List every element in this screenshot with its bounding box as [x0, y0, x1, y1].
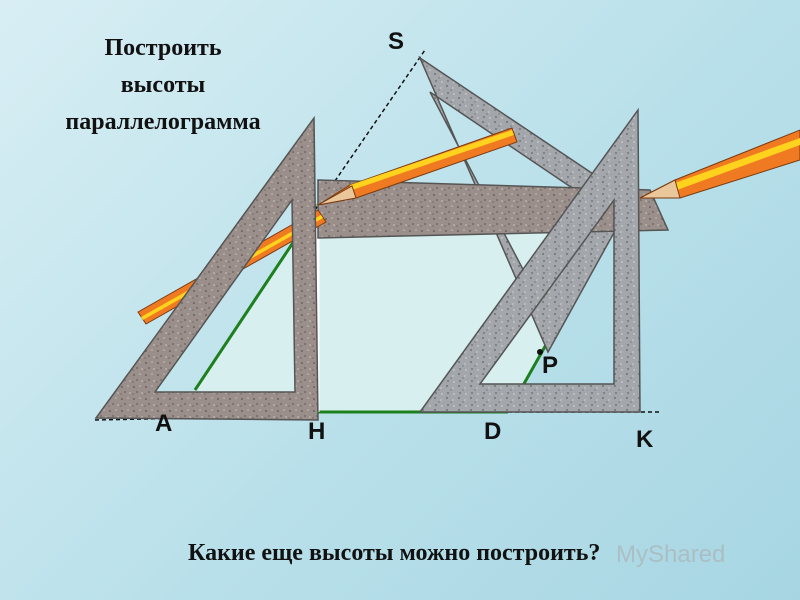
label-D: D [484, 418, 502, 445]
question-text: Какие еще высоты можно построить? [188, 540, 601, 566]
extension-line-S [314, 49, 426, 211]
point-P [537, 349, 543, 355]
label-S: S [388, 28, 405, 55]
label-K: K [636, 426, 654, 453]
label-H: H [308, 418, 326, 445]
pencil-right [639, 129, 800, 199]
title-line-1: Построить [104, 35, 222, 61]
triangle-ruler-left [94, 115, 319, 421]
label-A: A [155, 410, 173, 437]
page-title: Построить высоты параллелограмма [28, 30, 298, 141]
triangle-ruler-right [418, 107, 641, 413]
watermark-text: MyShared [616, 541, 726, 568]
title-line-3: параллелограмма [65, 109, 261, 135]
label-P: P [542, 352, 559, 379]
pencil-top [317, 127, 518, 206]
title-line-2: высоты [120, 72, 206, 98]
